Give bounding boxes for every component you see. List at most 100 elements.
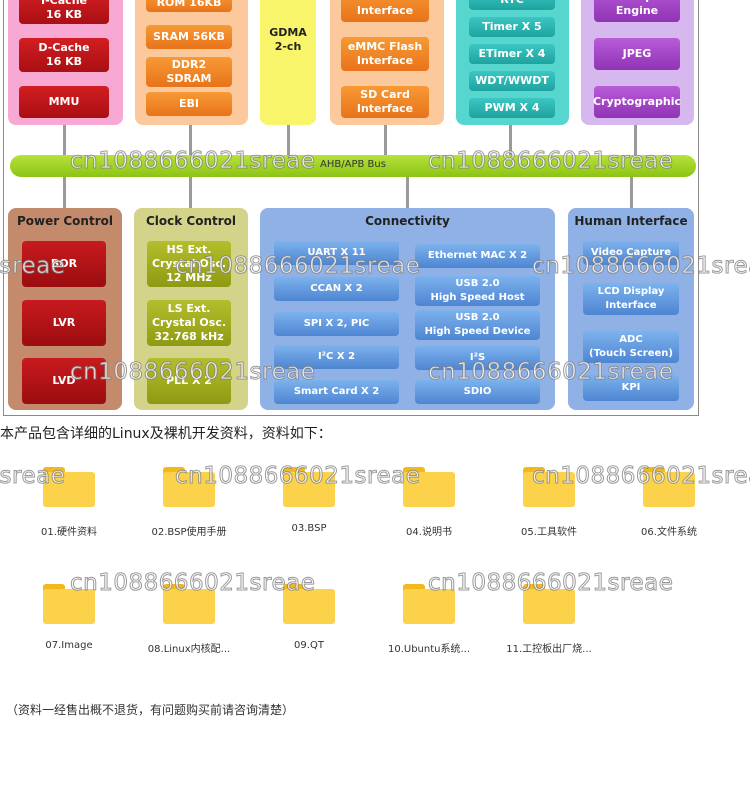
connectivity-title: Connectivity: [365, 214, 450, 228]
lcd-display-block: LCD Display Interface: [583, 283, 679, 315]
connector: [63, 125, 66, 155]
ddr2-block: DDR2 SDRAM: [146, 57, 232, 87]
i2s-block: I²S: [415, 346, 540, 370]
watermark: cn1088666021sreae: [531, 463, 750, 490]
connector: [287, 125, 290, 155]
connector: [63, 177, 66, 208]
sram-block: SRAM 56KB: [146, 25, 232, 49]
sdcard-block: SD Card Interface: [341, 86, 429, 118]
watermark: cn1088666021sreae: [69, 570, 316, 597]
bus-label: AHB/APB Bus: [320, 159, 386, 170]
smartcard-block: Smart Card X 2: [274, 380, 399, 404]
watermark: cn1088666021sreae: [427, 359, 674, 386]
timer-block: Timer X 5: [469, 17, 555, 37]
soc-block-diagram: I-Cache 16 KB D-Cache 16 KB MMU ROM 16KB…: [3, 0, 699, 416]
etimer-block: ETimer X 4: [469, 44, 555, 64]
folder-label: 06.文件系统: [641, 527, 697, 538]
spi-block: SPI X 2, PIC: [274, 312, 399, 336]
gdma-block: GDMA 2-ch: [269, 26, 307, 53]
connector: [634, 125, 637, 155]
folder-item[interactable]: 09.QT: [249, 584, 369, 651]
connector: [189, 177, 192, 208]
jpeg-block: JPEG: [594, 38, 680, 70]
refund-note: （资料一经售出概不退货，有问题购买前请咨询清楚）: [6, 703, 295, 717]
pwm-block: PWM X 4: [469, 98, 555, 118]
folder-label: 02.BSP使用手册: [151, 527, 227, 538]
ccan-block: CCAN X 2: [274, 277, 399, 301]
folder-item[interactable]: 07.Image: [9, 584, 129, 651]
folder-icon: [403, 584, 455, 624]
folder-item[interactable]: 01.硬件资料: [9, 467, 129, 538]
emmc-flash-block: eMMC Flash Interface: [341, 37, 429, 71]
intro-text: 本产品包含详细的Linux及裸机开发资料，资料如下：: [0, 426, 332, 442]
folder-item[interactable]: 05.工具软件: [489, 467, 609, 538]
watermark: cn1088666021sreae: [0, 463, 66, 490]
usb-host-block: USB 2.0 High Speed Host: [415, 276, 540, 306]
folder-icon: [403, 467, 455, 507]
ls-crystal-block: LS Ext. Crystal Osc. 32.768 kHz: [147, 300, 231, 346]
connector: [630, 177, 633, 208]
folder-label: 07.Image: [45, 640, 93, 651]
human-interface-title: Human Interface: [574, 214, 688, 228]
folder-item[interactable]: 06.文件系统: [609, 467, 729, 538]
bor-block: BOR: [22, 241, 106, 287]
connector: [189, 125, 192, 155]
folder-icon: [163, 467, 215, 507]
folder-label: 08.Linux内核配...: [147, 644, 231, 655]
gdma-column: [260, 0, 316, 125]
video-capture-block: Video Capture: [583, 241, 679, 265]
connector: [509, 125, 512, 155]
folder-item[interactable]: 08.Linux内核配...: [129, 584, 249, 655]
watermark: cn1088666021sreae: [174, 253, 421, 280]
folder-label: 09.QT: [294, 640, 324, 651]
ebi-block: EBI: [146, 92, 232, 116]
folder-icon: [523, 467, 575, 507]
watermark: cn1088666021sreae: [427, 148, 674, 175]
kpi-block: KPI: [583, 375, 679, 401]
hs-crystal-block: HS Ext. Crystal Osc. 12 MHz: [147, 241, 231, 287]
folder-icon: [283, 584, 335, 624]
icache-block: I-Cache 16 KB: [19, 0, 109, 24]
folder-icon: [43, 584, 95, 624]
ahb-apb-bus: AHB/APB Bus: [10, 155, 696, 177]
watermark: cn1088666021sreae: [0, 253, 66, 280]
rom-block: ROM 16KB: [146, 0, 232, 12]
lvr-block: LVR: [22, 300, 106, 346]
usb-device-block: USB 2.0 High Speed Device: [415, 310, 540, 340]
connector: [384, 125, 387, 155]
folder-item[interactable]: 03.BSP: [249, 467, 369, 534]
folder-icon: [163, 584, 215, 624]
power-control-title: Power Control: [17, 214, 113, 228]
i2c-block: I²C X 2: [274, 345, 399, 369]
watermark: cn1088666021sreae: [69, 148, 316, 175]
folder-label: 03.BSP: [291, 523, 327, 534]
folder-label: 11.工控板出厂烧...: [506, 644, 592, 655]
folder-label: 01.硬件资料: [41, 527, 97, 538]
uart-block: UART X 11: [274, 241, 399, 265]
folder-icon: [43, 467, 95, 507]
adc-block: ADC (Touch Screen): [583, 331, 679, 363]
folder-icon: [643, 467, 695, 507]
mmu-block: MMU: [19, 86, 109, 118]
graphic-engine-block: 2D Graphic Engine: [594, 0, 680, 22]
pll-block: PLL X 2: [147, 358, 231, 404]
folder-item[interactable]: 04.说明书: [369, 467, 489, 538]
crypto-block: Cryptographic: [593, 86, 681, 118]
folder-icon: [523, 584, 575, 624]
folder-item[interactable]: 02.BSP使用手册: [129, 467, 249, 538]
watermark: cn1088666021sreae: [531, 253, 750, 280]
watermark: cn1088666021sreae: [174, 463, 421, 490]
lvd-block: LVD: [22, 358, 106, 404]
ethernet-block: Ethernet MAC X 2: [415, 244, 540, 268]
folder-item[interactable]: 11.工控板出厂烧...: [489, 584, 609, 655]
folder-label: 10.Ubuntu系统...: [387, 644, 471, 655]
nand-flash-block: NAND Flash Interface: [341, 0, 429, 22]
wdt-block: WDT/WWDT: [469, 71, 555, 91]
folder-icon: [283, 467, 335, 507]
folder-item[interactable]: 10.Ubuntu系统...: [369, 584, 489, 655]
dcache-block: D-Cache 16 KB: [19, 38, 109, 72]
sdio-block: SDIO: [415, 380, 540, 404]
folder-label: 05.工具软件: [521, 527, 577, 538]
watermark: cn1088666021sreae: [427, 570, 674, 597]
folder-label: 04.说明书: [406, 527, 452, 538]
